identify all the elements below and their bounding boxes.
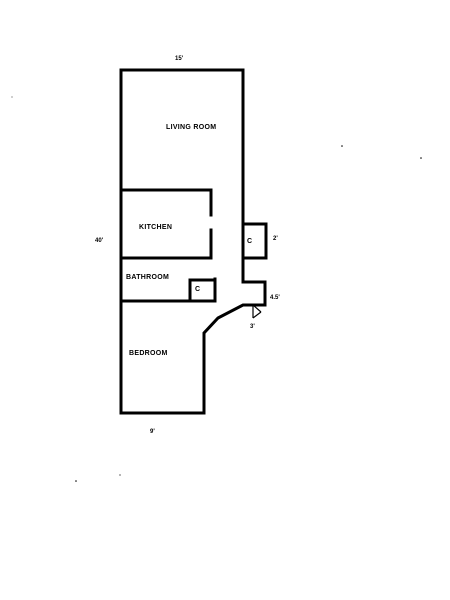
kitchen-top-wall [119,188,213,217]
top-width-dimension: 15' [175,56,184,62]
speck [11,96,13,98]
left-height-dimension: 40' [95,238,104,244]
entry-door [252,304,262,319]
living-room-label: LIVING ROOM [166,124,216,131]
speck [119,474,121,476]
left-wall [119,68,268,415]
bottom-width-dimension: 9' [150,429,155,435]
kitchen-label: KITCHEN [139,224,172,231]
hall-closet-label: C [247,238,252,245]
bathroom-closet-label: C [195,286,200,293]
bathroom-bottom-wall [119,277,217,303]
speck [75,480,77,482]
closet-width-dimension: 2' [273,236,278,242]
hall-depth-dimension: 4.5' [270,295,280,301]
kitchen-walls [119,188,213,260]
bedroom-label: BEDROOM [129,350,168,357]
kitchen-bottom-wall [119,228,213,260]
speck [341,145,343,147]
speck [420,157,422,159]
bathroom-walls [119,277,217,303]
bathroom-label: BATHROOM [126,274,169,281]
hall-width-dimension: 3' [250,324,255,330]
outer-walls [119,68,268,415]
